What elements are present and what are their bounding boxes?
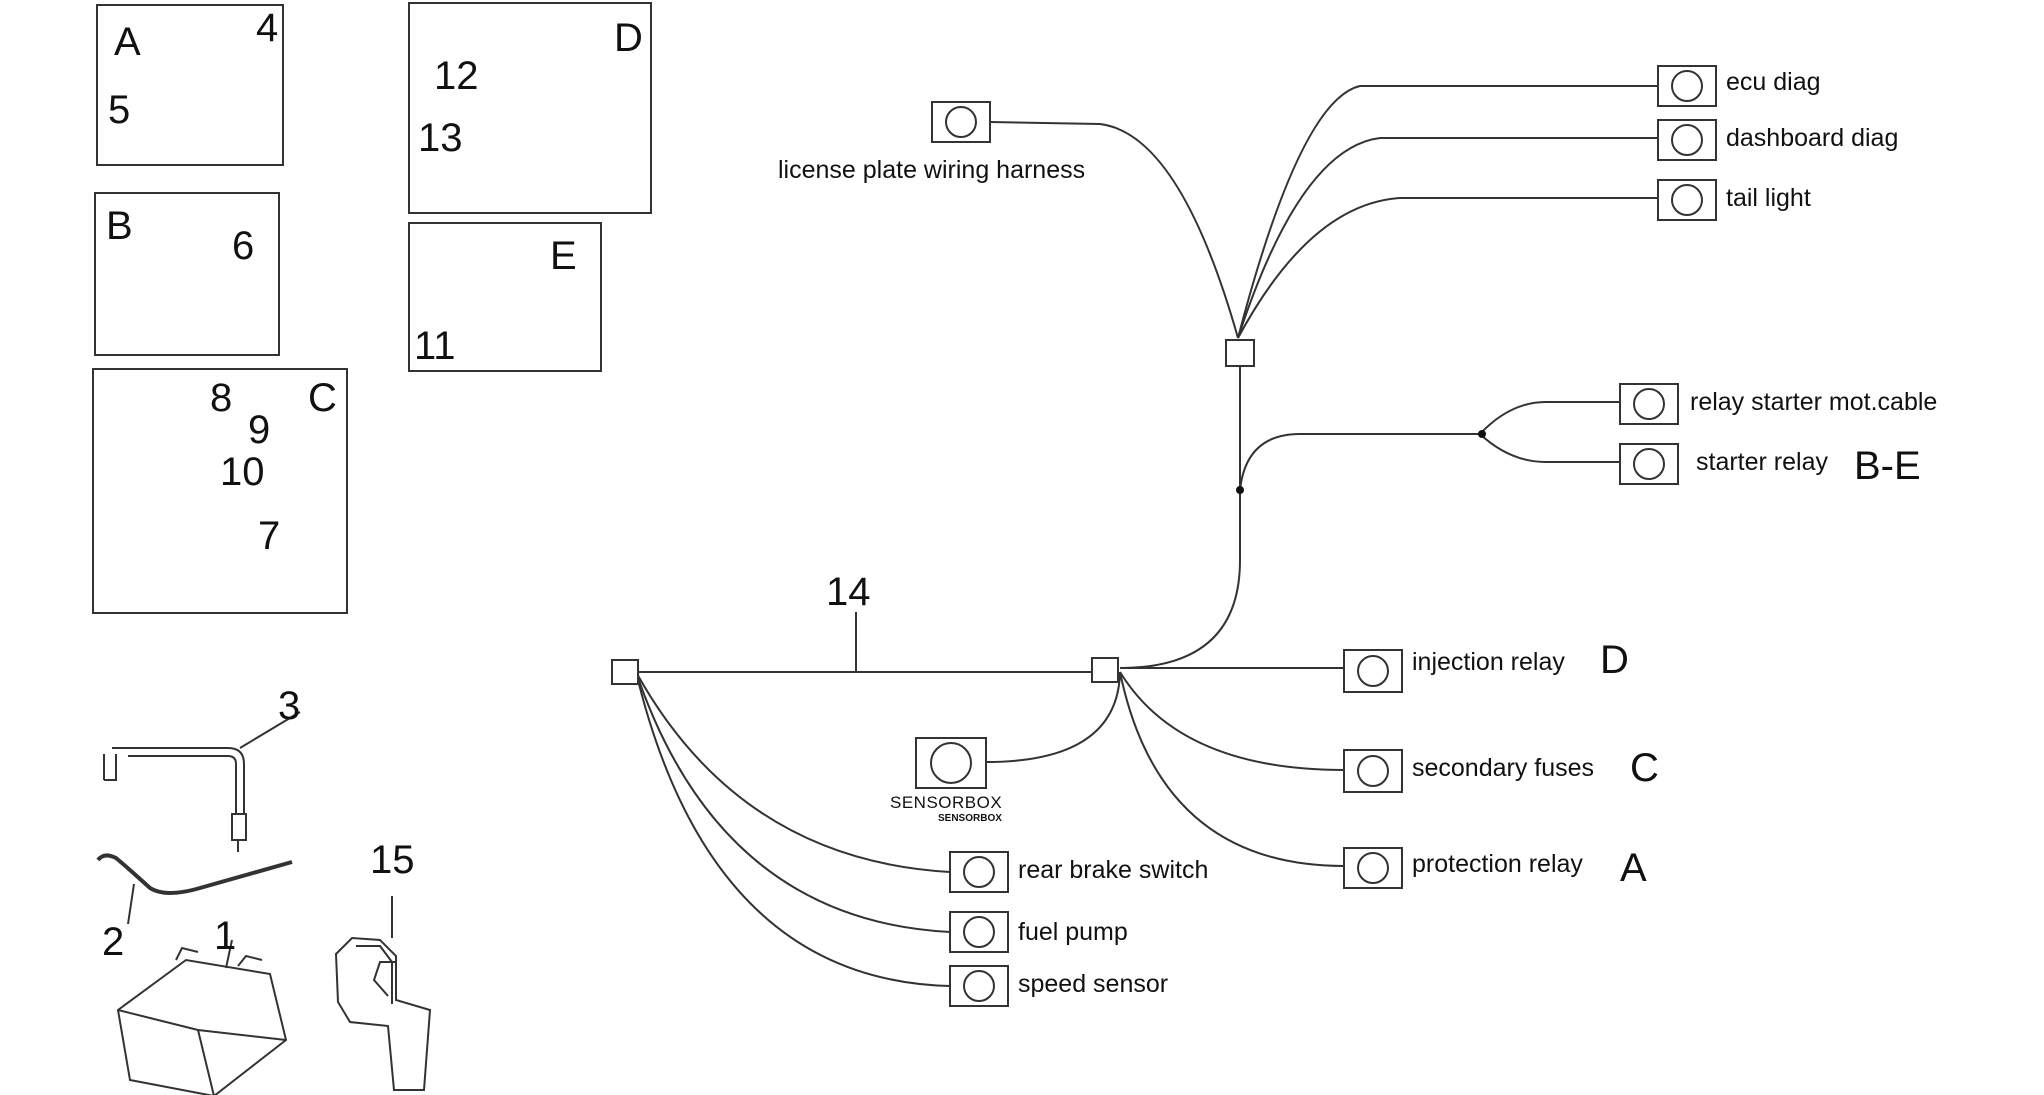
connector-relay-starter-cable <box>1619 383 1679 425</box>
splice-dot-starter <box>1478 430 1486 438</box>
label-license-plate: license plate wiring harness <box>778 156 1086 184</box>
label-injection-relay: injection relay <box>1412 648 1565 676</box>
callout-9: 9 <box>248 408 271 452</box>
panel-c: C <box>92 368 348 614</box>
panel-b: B <box>94 192 280 356</box>
label-sensorbox-small: SENSORBOX <box>938 813 1002 824</box>
label-starter-relay: starter relay <box>1696 448 1828 476</box>
panel-d: D <box>408 2 652 214</box>
connector-sensorbox <box>915 737 987 789</box>
label-tail-light: tail light <box>1726 184 1811 212</box>
junction-top <box>1225 339 1255 367</box>
label-relay-starter-cable: relay starter mot.cable <box>1690 388 1938 416</box>
label-secondary-fuses: secondary fuses <box>1412 754 1595 782</box>
battery-part <box>116 939 288 1095</box>
connector-starter-relay <box>1619 443 1679 485</box>
connector-secondary-fuses <box>1343 749 1403 793</box>
panel-c-letter: C <box>308 376 337 420</box>
cable-part-2 <box>96 853 293 925</box>
connector-protection-relay <box>1343 847 1403 889</box>
terminal-cover-part <box>334 896 432 1091</box>
connector-fuel-pump <box>949 911 1009 953</box>
panel-a-letter: A <box>114 20 141 64</box>
cable-part-3 <box>103 711 301 852</box>
callout-10: 10 <box>220 450 265 494</box>
callout-3: 3 <box>278 684 301 728</box>
label-sensorbox: SENSORBOX <box>890 793 1003 812</box>
callout-1: 1 <box>214 914 237 958</box>
label-dashboard-diag: dashboard diag <box>1726 124 1899 152</box>
splice-dot <box>1236 486 1244 494</box>
connector-injection-relay <box>1343 649 1403 693</box>
junction-right <box>1091 657 1119 683</box>
callout-2: 2 <box>102 920 125 964</box>
callout-12: 12 <box>434 54 479 98</box>
ref-starter-relay: B-E <box>1854 444 1921 488</box>
callout-7: 7 <box>258 514 281 558</box>
callout-14: 14 <box>826 570 871 614</box>
connector-tail-light <box>1657 179 1717 221</box>
connector-speed-sensor <box>949 965 1009 1007</box>
panel-a: A <box>96 4 284 166</box>
callout-15: 15 <box>370 838 415 882</box>
connector-license-plate <box>931 101 991 143</box>
panel-e-letter: E <box>550 234 577 278</box>
panel-b-letter: B <box>106 204 133 248</box>
panel-e: E <box>408 222 602 372</box>
callout-4: 4 <box>256 6 279 50</box>
label-fuel-pump: fuel pump <box>1018 918 1128 946</box>
connector-dashboard-diag <box>1657 119 1717 161</box>
label-ecu-diag: ecu diag <box>1726 68 1821 96</box>
junction-left <box>611 659 639 685</box>
callout-5: 5 <box>108 88 131 132</box>
harness-lines <box>635 85 1658 987</box>
callout-13: 13 <box>418 116 463 160</box>
connector-rear-brake-switch <box>949 851 1009 893</box>
label-protection-relay: protection relay <box>1412 850 1583 878</box>
ref-injection-relay: D <box>1600 638 1629 682</box>
label-speed-sensor: speed sensor <box>1018 970 1169 998</box>
ref-protection-relay: A <box>1620 846 1647 890</box>
panel-d-letter: D <box>614 16 643 60</box>
label-rear-brake-switch: rear brake switch <box>1018 856 1209 884</box>
ref-secondary-fuses: C <box>1630 746 1659 790</box>
connector-ecu-diag <box>1657 65 1717 107</box>
callout-8: 8 <box>210 376 233 420</box>
callout-6: 6 <box>232 224 255 268</box>
callout-11: 11 <box>414 324 456 368</box>
